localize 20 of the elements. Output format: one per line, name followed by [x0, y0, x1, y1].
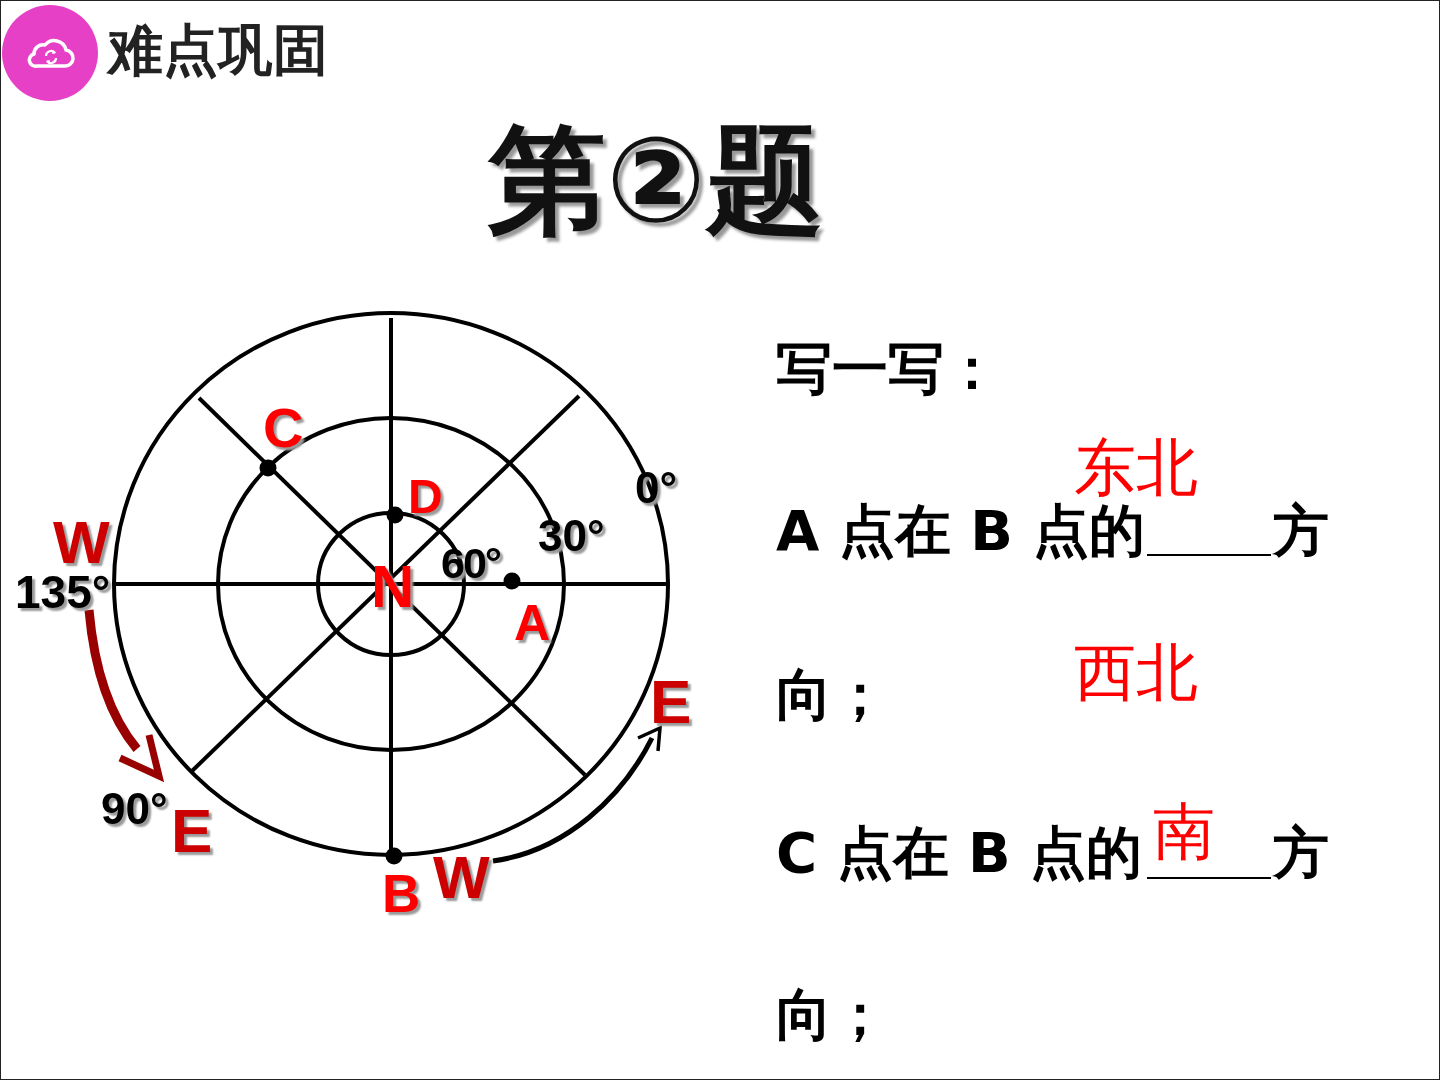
section-heading: 难点巩固 [108, 23, 328, 78]
question-text: 方 [1273, 825, 1329, 881]
answer-text: 南 [1153, 801, 1215, 863]
point-label: C [263, 400, 304, 456]
point-label: D [408, 473, 443, 521]
point-label: B [382, 867, 421, 920]
direction-label: W [433, 848, 490, 908]
question-text: A 点在 B 点的 [776, 503, 1145, 559]
slide-title: 第②题 [488, 121, 824, 239]
longitude-label: 90° [101, 787, 168, 831]
point-label: A [514, 598, 551, 648]
direction-label: E [171, 800, 213, 862]
question-text: 向； [776, 987, 888, 1043]
answer-text: 西北 [1074, 642, 1198, 704]
question-prompt: 写一写： [776, 341, 1000, 397]
question-text: C 点在 B 点的 [776, 825, 1143, 881]
question-text: 方 [1273, 503, 1329, 559]
answer-text: 东北 [1074, 437, 1198, 499]
direction-label: E [650, 671, 692, 733]
question-text: 向； [776, 667, 888, 723]
